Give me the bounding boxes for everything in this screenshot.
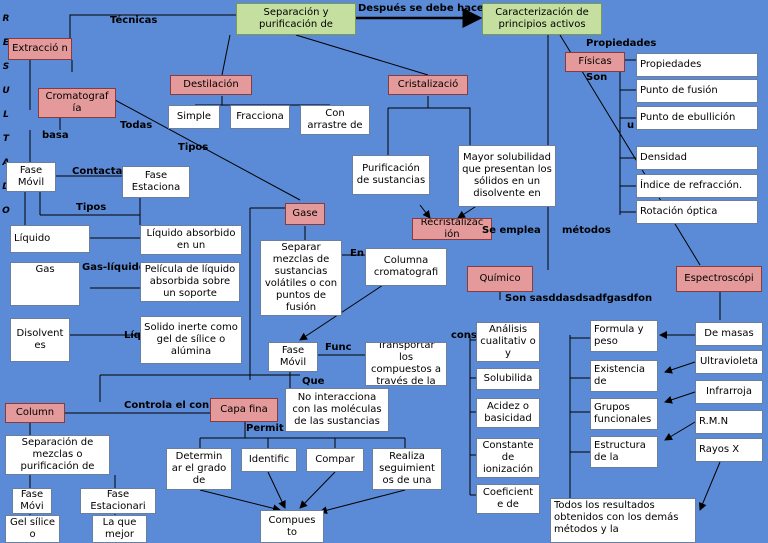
- column-fase-estacionaria-box[interactable]: Fase Estacionari: [80, 488, 156, 514]
- compuestos-box[interactable]: Compues to: [260, 510, 324, 543]
- quimico-item[interactable]: Constante de ionización: [476, 438, 540, 478]
- liq-label: Líq: [124, 330, 141, 341]
- fase-movil-box[interactable]: Fase Móvil: [6, 162, 56, 192]
- quimico-item[interactable]: Acidez o basicidad: [476, 398, 540, 428]
- propiedades-label: Propiedades: [586, 38, 657, 49]
- en-label: En: [350, 248, 364, 259]
- liquido-box[interactable]: Líquido: [10, 225, 90, 253]
- permite-label: Permit: [246, 423, 284, 434]
- metodos-label: métodos: [562, 225, 611, 236]
- disolventes-box[interactable]: Disolvent es: [10, 318, 70, 362]
- pelicula-box[interactable]: Película de líquido absorbida sobre un s…: [140, 262, 240, 302]
- contacta-label: Contacta: [72, 166, 123, 177]
- liquido-absorbido-box[interactable]: Líquido absorbido en un: [140, 225, 242, 255]
- destilacion-box[interactable]: Destilación: [170, 75, 252, 95]
- side-letter: S: [2, 62, 10, 72]
- side-letter: U: [2, 86, 10, 96]
- son-label: Son: [586, 72, 608, 83]
- recristalizacion-box[interactable]: Recristalizac ión: [412, 218, 492, 240]
- tipos-label-left: Tipos: [76, 202, 107, 213]
- extraction-box[interactable]: Extracció n: [8, 38, 72, 60]
- tipos-label-top: Tipos: [178, 142, 209, 153]
- func-label: Func: [325, 342, 352, 353]
- column-separacion-box[interactable]: Separación de mezclas o purificación de: [5, 435, 110, 475]
- mayor-solubilidad-box[interactable]: Mayor solubilidad que presentan los sóli…: [458, 145, 556, 207]
- todos-resultados-box[interactable]: Todos los resultados obtenidos con los d…: [550, 498, 696, 543]
- column-box[interactable]: Column: [5, 403, 65, 423]
- purificacion-box[interactable]: Purificación de sustancias: [352, 155, 430, 195]
- side-letter: L: [3, 110, 9, 120]
- fisica-item[interactable]: Rotación óptica: [636, 200, 758, 224]
- son-sasdd-label: Son sasddasdsadfgasdfon: [505, 293, 653, 304]
- espectro-right-item[interactable]: Rayos X: [695, 438, 763, 462]
- cristalizacion-box[interactable]: Cristalizació: [388, 75, 468, 95]
- fisica-item[interactable]: Punto de ebullición: [636, 106, 758, 130]
- cons-label: cons: [451, 330, 477, 341]
- chromatography-box[interactable]: Cromatograf ía: [38, 88, 116, 118]
- la-que-mejor-box[interactable]: La que mejor: [92, 515, 147, 543]
- gas-liquido-label: Gas-líquido: [82, 262, 146, 273]
- quimico-item[interactable]: Análisis cualitativ o y: [476, 322, 540, 362]
- todas-label: Todas: [120, 120, 153, 131]
- u-label: u: [627, 120, 635, 131]
- destilacion-simple-box[interactable]: Simple: [168, 105, 220, 129]
- determinar-box[interactable]: Determin ar el grado de: [166, 448, 232, 490]
- side-letter: R: [2, 14, 10, 24]
- no-interacciona-box[interactable]: No interacciona con las moléculas de las…: [285, 388, 389, 432]
- side-letter: O: [2, 206, 10, 216]
- columna-cromatografica-box[interactable]: Columna cromatografi: [365, 248, 447, 286]
- main-process-box[interactable]: Separación y purificación de: [236, 3, 356, 35]
- destilacion-fraccionada-box[interactable]: Fracciona: [230, 105, 290, 129]
- column-fase-movil-box[interactable]: Fase Móvi: [12, 488, 52, 514]
- comparar-box[interactable]: Compar: [306, 448, 364, 472]
- espectro-right-item[interactable]: Infrarroja: [695, 380, 763, 404]
- espectroscopia-box[interactable]: Espectroscópi: [676, 266, 762, 292]
- separar-mezclas-box[interactable]: Separar mezclas de sustancias volátiles …: [260, 240, 342, 316]
- side-letter: D: [1, 182, 11, 192]
- fisica-item[interactable]: Índice de refracción.: [636, 174, 758, 198]
- basa-label: basa: [42, 130, 69, 141]
- quimico-box[interactable]: Químico: [467, 266, 533, 292]
- side-letter: E: [2, 38, 10, 48]
- capa-fina-box[interactable]: Capa fina: [210, 398, 278, 422]
- espectro-left-item[interactable]: Existencia de: [590, 360, 658, 392]
- espectro-left-item[interactable]: Grupos funcionales: [590, 398, 658, 430]
- gel-silice-box[interactable]: Gel sílice o: [5, 515, 60, 543]
- side-letter: T: [2, 134, 10, 144]
- fisica-item[interactable]: Densidad: [636, 146, 758, 170]
- solido-box[interactable]: Solido inerte como gel de sílice o alúmi…: [140, 316, 242, 364]
- transportar-box[interactable]: Transportar los compuestos a través de l…: [365, 342, 447, 386]
- espectro-right-item[interactable]: Ultravioleta: [695, 350, 763, 374]
- fisica-item[interactable]: Propiedades: [636, 53, 758, 77]
- fase-estacionaria-box[interactable]: Fase Estaciona: [122, 166, 190, 198]
- espectro-right-item[interactable]: R.M.N: [695, 410, 763, 434]
- techniques-label: Técnicas: [110, 15, 158, 26]
- controla-label: Controla el con: [124, 400, 210, 411]
- se-emplea-label: Se emplea: [482, 225, 541, 236]
- characterization-box[interactable]: Caracterización de principios activos: [482, 3, 602, 35]
- fisicas-box[interactable]: Físicas: [565, 52, 625, 72]
- arrow-label: Después se debe hacer: [358, 3, 489, 14]
- fisica-item[interactable]: Punto de fusión: [636, 79, 758, 103]
- que-label: Que: [302, 376, 325, 387]
- gas-box[interactable]: Gas: [10, 262, 80, 306]
- quimico-item[interactable]: Coeficient e de: [476, 484, 540, 514]
- espectro-left-item[interactable]: Estructura de la: [590, 436, 658, 468]
- espectro-right-item[interactable]: De masas: [695, 322, 763, 346]
- identificar-box[interactable]: Identific: [241, 448, 297, 472]
- quimico-item[interactable]: Solubilida: [476, 368, 540, 390]
- destilacion-arrastre-box[interactable]: Con arrastre de: [300, 105, 370, 135]
- gases-box[interactable]: Gase: [285, 203, 325, 225]
- espectro-left-item[interactable]: Formula y peso: [590, 320, 658, 352]
- realizar-box[interactable]: Realiza seguimient os de una: [372, 448, 442, 490]
- gases-fase-movil-box[interactable]: Fase Móvil: [268, 342, 318, 372]
